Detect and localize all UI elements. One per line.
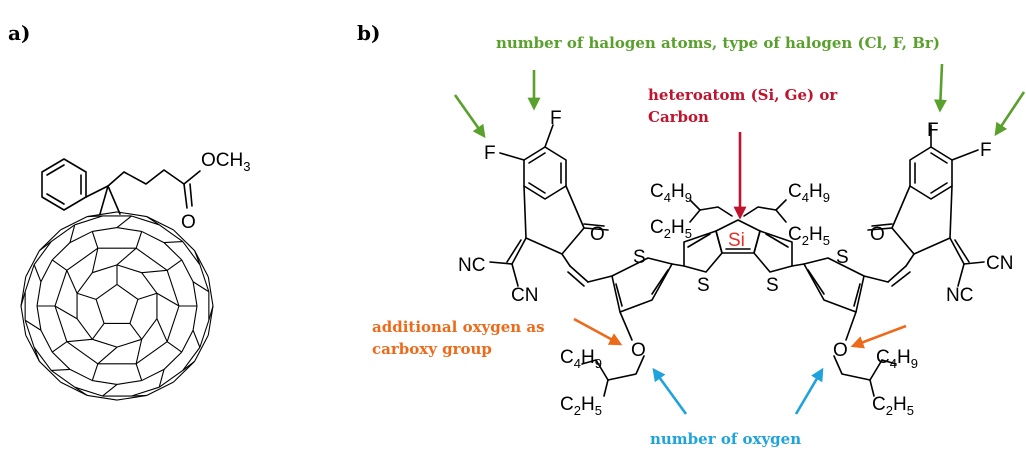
annotation-heteroatom-1: heteroatom (Si, Ge) or bbox=[648, 86, 838, 104]
label-c4h9-si-right: C4H9 bbox=[788, 181, 830, 205]
label-cn-left: CN bbox=[511, 285, 538, 306]
atom-s-right-outer: S bbox=[836, 247, 849, 268]
atom-s-left-inner: S bbox=[697, 275, 710, 296]
label-c2h5-si-left: C2H5 bbox=[650, 217, 692, 241]
atom-o-left-ether: O bbox=[631, 340, 646, 361]
atom-s-left-outer: S bbox=[633, 247, 646, 268]
annotation-heteroatom-2: Carbon bbox=[648, 108, 709, 126]
label-c4h9-oxy-left: C4H9 bbox=[560, 347, 602, 371]
arrow-blue-left bbox=[652, 367, 688, 415]
arrow-green-3 bbox=[933, 63, 947, 113]
panel-label-a: a) bbox=[8, 21, 30, 45]
atom-f-right-1: F bbox=[927, 120, 939, 141]
atom-s-right-inner: S bbox=[766, 275, 779, 296]
dithienosilole-core bbox=[671, 199, 805, 273]
atom-o-left-ketone: O bbox=[590, 224, 605, 245]
arrow-orange-left bbox=[573, 317, 623, 346]
atom-si: Si bbox=[728, 230, 745, 251]
annotation-halogen: number of halogen atoms, type of halogen… bbox=[496, 34, 940, 52]
arrow-green-1 bbox=[453, 94, 486, 139]
right-end-group bbox=[867, 124, 985, 287]
panel-label-b: b) bbox=[357, 21, 380, 45]
left-end-group bbox=[489, 124, 609, 287]
acceptor-molecule: F F F F O O NC CN CN NC S S S S Si O O C… bbox=[458, 108, 1013, 418]
arrow-orange-right bbox=[850, 324, 907, 349]
fullerene-cage bbox=[20, 211, 214, 401]
label-c2h5-oxy-left: C2H5 bbox=[560, 394, 602, 418]
label-c4h9-oxy-right: C4H9 bbox=[876, 347, 918, 371]
annotation-carboxy-2: carboxy group bbox=[372, 340, 492, 358]
pcbm-structure: OCH3 O bbox=[20, 150, 250, 401]
label-c4h9-si-left: C4H9 bbox=[650, 181, 692, 205]
atom-f-left-1: F bbox=[550, 108, 562, 129]
annotation-number-oxygen: number of oxygen bbox=[650, 430, 801, 448]
label-c2h5-oxy-right: C2H5 bbox=[872, 394, 914, 418]
label-nc-left: NC bbox=[458, 255, 485, 276]
phenyl-ring bbox=[41, 158, 87, 211]
arrow-blue-right bbox=[794, 367, 824, 415]
atom-o-right-ether: O bbox=[833, 340, 848, 361]
och3-label: OCH3 bbox=[201, 150, 250, 174]
annotation-carboxy-1: additional oxygen as bbox=[372, 318, 545, 336]
label-cn-right: CN bbox=[986, 253, 1013, 274]
label-c2h5-si-right: C2H5 bbox=[788, 224, 830, 248]
right-alkoxythiophene bbox=[803, 257, 911, 397]
arrow-green-4 bbox=[994, 91, 1026, 137]
left-alkoxythiophene bbox=[567, 257, 673, 397]
carbonyl-o-label: O bbox=[181, 212, 196, 233]
atom-f-right-2: F bbox=[980, 140, 992, 161]
atom-o-right-ketone: O bbox=[870, 224, 885, 245]
label-nc-right: NC bbox=[946, 285, 973, 306]
atom-f-left-2: F bbox=[484, 143, 496, 164]
